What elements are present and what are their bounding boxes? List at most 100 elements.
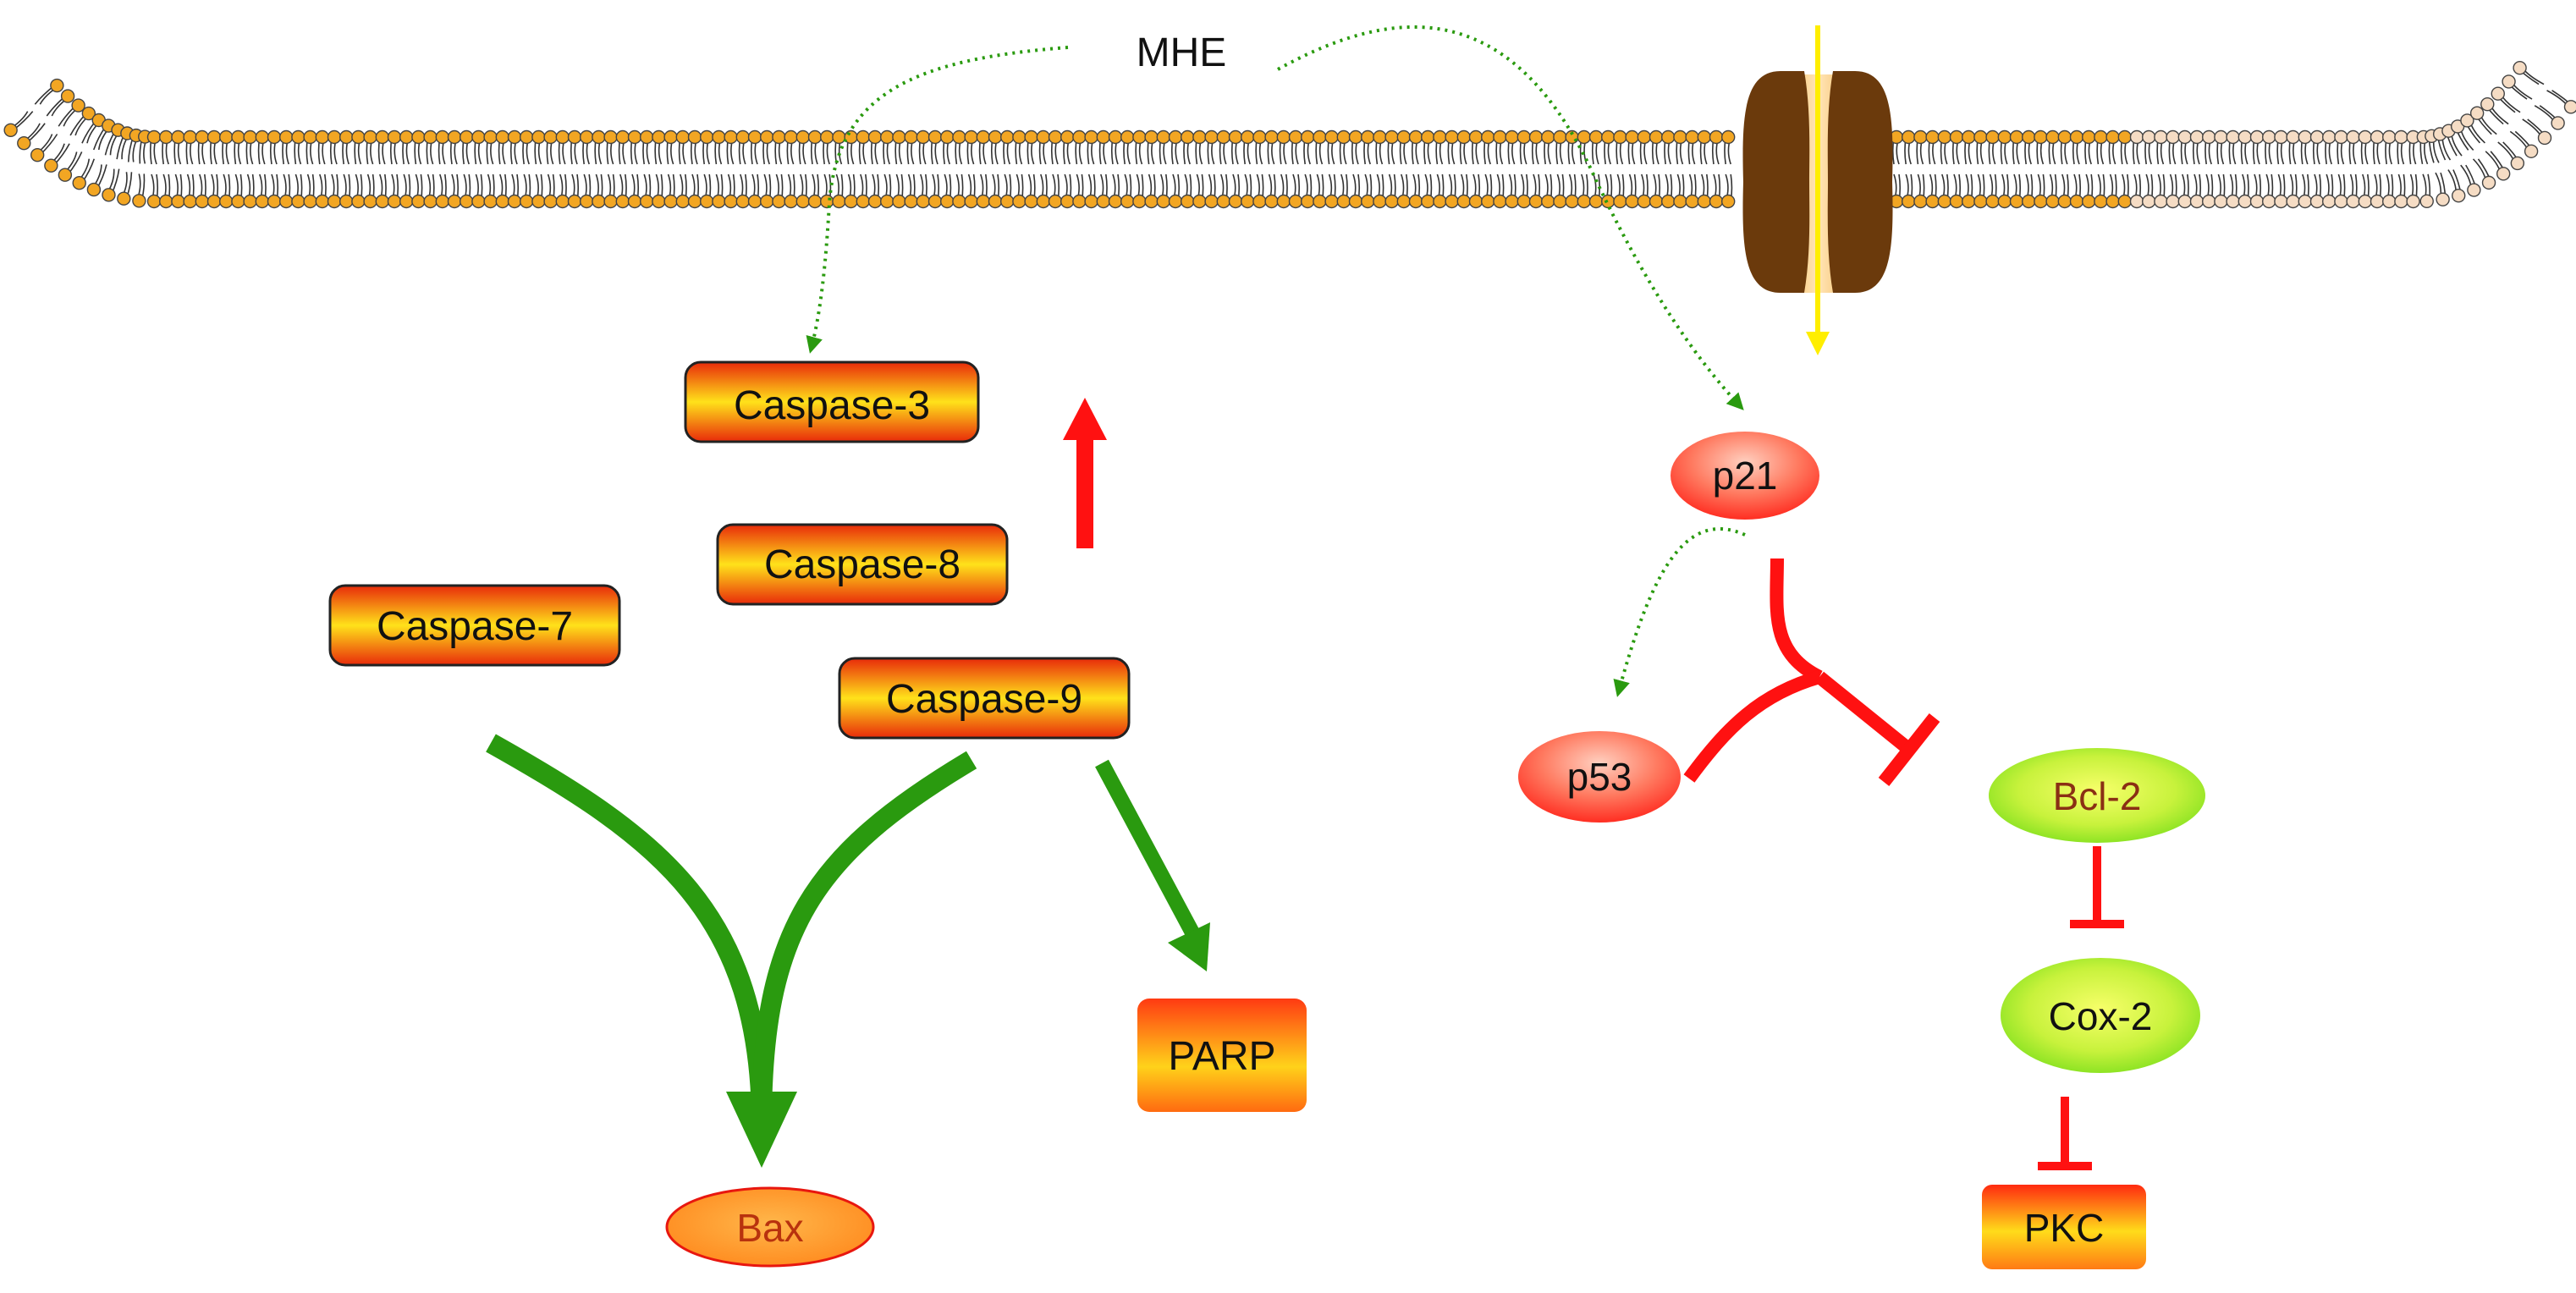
- lipid-head: [2081, 129, 2096, 145]
- lipid-head: [2469, 106, 2485, 120]
- lipid-head: [363, 129, 377, 145]
- lipid-head: [2021, 129, 2036, 145]
- lipid-head: [939, 129, 955, 145]
- lipid-head: [2381, 129, 2397, 145]
- lipid-head: [1540, 129, 1555, 145]
- lipid-head: [2286, 129, 2300, 145]
- lipid-head: [171, 129, 185, 145]
- lipid-head: [2189, 129, 2204, 145]
- lipid-head: [1516, 194, 1532, 209]
- lipid-head: [1973, 194, 1988, 209]
- lipid-head: [952, 194, 966, 209]
- lipid-head: [1168, 194, 1183, 209]
- lipid-head: [1937, 194, 1952, 209]
- lipid-head: [760, 129, 774, 145]
- lipid-head: [735, 129, 750, 145]
- lipid-head: [2249, 194, 2265, 209]
- lipid-head: [1084, 194, 1098, 209]
- lipid-head: [291, 194, 305, 209]
- lipid-head: [1180, 129, 1195, 145]
- lipid-head: [1324, 129, 1339, 145]
- lipid-head: [832, 129, 846, 145]
- lipid-head: [2496, 167, 2511, 181]
- cox2-node: Cox-2: [2001, 958, 2200, 1073]
- lipid-head: [2141, 129, 2156, 145]
- lipid-head: [2480, 96, 2495, 112]
- lipid-head: [2502, 74, 2516, 89]
- lipid-head: [976, 129, 991, 145]
- lipid-head: [435, 194, 449, 209]
- lipid-head: [1408, 194, 1423, 209]
- lipid-head: [700, 129, 714, 145]
- pkc-node: PKC: [1982, 1185, 2146, 1269]
- lipid-head: [1300, 194, 1315, 209]
- channel-subunit-right: [1827, 71, 1893, 293]
- lipid-head: [2406, 194, 2420, 209]
- lipid-head: [879, 194, 894, 209]
- lipid-head: [1264, 194, 1279, 209]
- lipid-head: [1120, 129, 1135, 145]
- lipid-head: [206, 194, 222, 209]
- lipid-head: [1997, 129, 2012, 145]
- lipid-head: [747, 129, 762, 145]
- lipid-head: [1420, 194, 1435, 209]
- lipid-head: [279, 129, 294, 145]
- lipid-head: [146, 129, 162, 145]
- caspase-8-node: Caspase-8: [716, 523, 1009, 606]
- lipid-head: [2237, 194, 2253, 209]
- lipid-head: [2370, 129, 2385, 145]
- lipid-head: [399, 194, 414, 209]
- lipid-head: [999, 194, 1015, 209]
- lipid-head: [1553, 129, 1567, 145]
- lipid-head: [1468, 194, 1483, 209]
- lipid-head: [2177, 129, 2193, 145]
- ion-channel: [1742, 25, 1893, 355]
- lipid-head: [1697, 194, 1712, 209]
- lipid-head: [1396, 129, 1412, 145]
- lipid-head: [2551, 116, 2565, 130]
- lipid-head: [3, 123, 18, 137]
- lipid-head: [916, 194, 931, 209]
- lipid-head: [2249, 129, 2265, 145]
- lipid-head: [580, 129, 594, 145]
- p53-label: p53: [1567, 755, 1632, 799]
- lipid-head: [807, 194, 823, 209]
- lipid-head: [2045, 129, 2060, 145]
- p53-node: p53: [1518, 731, 1681, 823]
- lipid-head: [2358, 129, 2373, 145]
- lipid-head: [795, 129, 810, 145]
- lipid-head: [1192, 129, 1207, 145]
- lipid-head: [2321, 129, 2337, 145]
- lipid-head: [2334, 129, 2348, 145]
- lipid-head: [1901, 194, 1916, 209]
- lipid-head: [1120, 194, 1135, 209]
- lipid-head: [267, 194, 282, 209]
- lipid-head: [375, 194, 389, 209]
- caspase-3-node: Caspase-3: [684, 360, 980, 443]
- lipid-head: [2129, 129, 2144, 145]
- lipid-head: [567, 194, 582, 209]
- lipid-head: [1997, 194, 2012, 209]
- caspase-9-label: Caspase-9: [886, 677, 1082, 722]
- lipid-head: [1961, 194, 1976, 209]
- lipid-head: [58, 168, 73, 182]
- lipid-head: [892, 129, 906, 145]
- lipid-head: [60, 89, 75, 103]
- lipid-head: [387, 129, 402, 145]
- lipid-head: [339, 129, 354, 145]
- lipid-head: [183, 129, 197, 145]
- lipid-head: [1276, 129, 1291, 145]
- lipid-head: [2189, 194, 2204, 209]
- lipid-head: [675, 194, 690, 209]
- lipid-head: [663, 194, 678, 209]
- lipid-head: [844, 129, 858, 145]
- lipid-head: [1204, 129, 1219, 145]
- lipid-head: [1360, 194, 1375, 209]
- lipid-head: [2154, 194, 2168, 209]
- lipid-head: [520, 129, 534, 145]
- p21-label: p21: [1713, 454, 1778, 498]
- lipid-head: [1348, 129, 1363, 145]
- lipid-head: [206, 129, 222, 145]
- lipid-head: [1709, 194, 1724, 209]
- lipid-head: [1240, 129, 1255, 145]
